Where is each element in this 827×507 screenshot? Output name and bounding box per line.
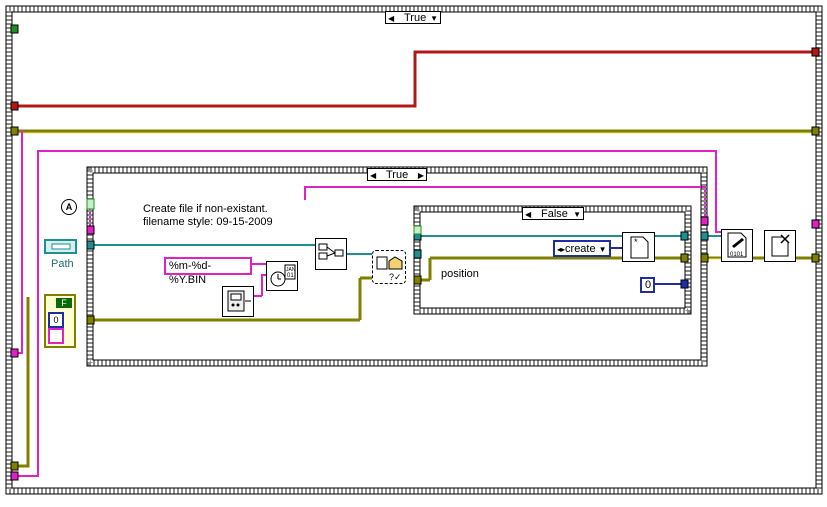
enum-arrows-icon: ◂▸ (557, 245, 566, 254)
svg-text:*: * (634, 237, 638, 247)
svg-text:0101: 0101 (730, 252, 744, 258)
boolean-indicator: F (56, 298, 72, 308)
chevron-down-icon[interactable]: ▼ (598, 245, 607, 254)
open-mode-value: create (565, 243, 596, 255)
svg-text:01: 01 (287, 273, 294, 279)
outer-case-selector-label: True (404, 12, 427, 24)
cluster-string (48, 328, 64, 344)
svg-text:JAN: JAN (286, 267, 296, 273)
cluster-numeric: 0 (48, 312, 64, 328)
nested-case-selector-label: False (541, 208, 568, 220)
svg-text:?✓: ?✓ (389, 272, 402, 282)
path-constant-icon[interactable] (44, 239, 77, 254)
selector-dropdown-icon[interactable]: ▼ (573, 210, 581, 219)
numeric-constant[interactable]: 0 (640, 277, 655, 293)
comment-line-1: Create file if non-existant. (143, 203, 268, 215)
inner-case-selector[interactable]: ◀ True ▶ (367, 168, 427, 181)
filename-format-constant[interactable]: %m-%d-%Y.BIN (164, 257, 252, 286)
nested-case-selector[interactable]: ◀ False ▼ (522, 207, 584, 220)
close-file-icon[interactable] (764, 230, 796, 262)
file-open-icon[interactable]: ?✓ (372, 250, 406, 284)
selector-left-arrow-icon[interactable]: ◀ (370, 171, 377, 180)
position-label: position (441, 268, 479, 280)
file-create-icon[interactable]: * (622, 232, 655, 262)
inner-case-selector-label: True (386, 169, 409, 181)
outer-case-selector[interactable]: ◀ True ▼ (385, 11, 441, 24)
selector-left-arrow-icon[interactable]: ◀ (388, 14, 395, 23)
open-mode-enum[interactable]: ◂▸create▼ (553, 240, 611, 257)
path-label: Path (51, 258, 74, 270)
selector-right-arrow-icon[interactable]: ▶ (417, 171, 424, 180)
selector-dropdown-icon[interactable]: ▼ (430, 14, 438, 23)
comment-line-2: filename style: 09-15-2009 (143, 216, 273, 228)
error-icon[interactable]: A (61, 199, 77, 215)
get-date-time-icon[interactable] (222, 286, 254, 317)
selector-left-arrow-icon[interactable]: ◀ (525, 210, 532, 219)
build-path-icon[interactable] (315, 238, 347, 270)
write-binary-icon[interactable]: 0101 (721, 229, 753, 262)
unbundle-cluster-icon[interactable]: F 0 (44, 294, 76, 348)
